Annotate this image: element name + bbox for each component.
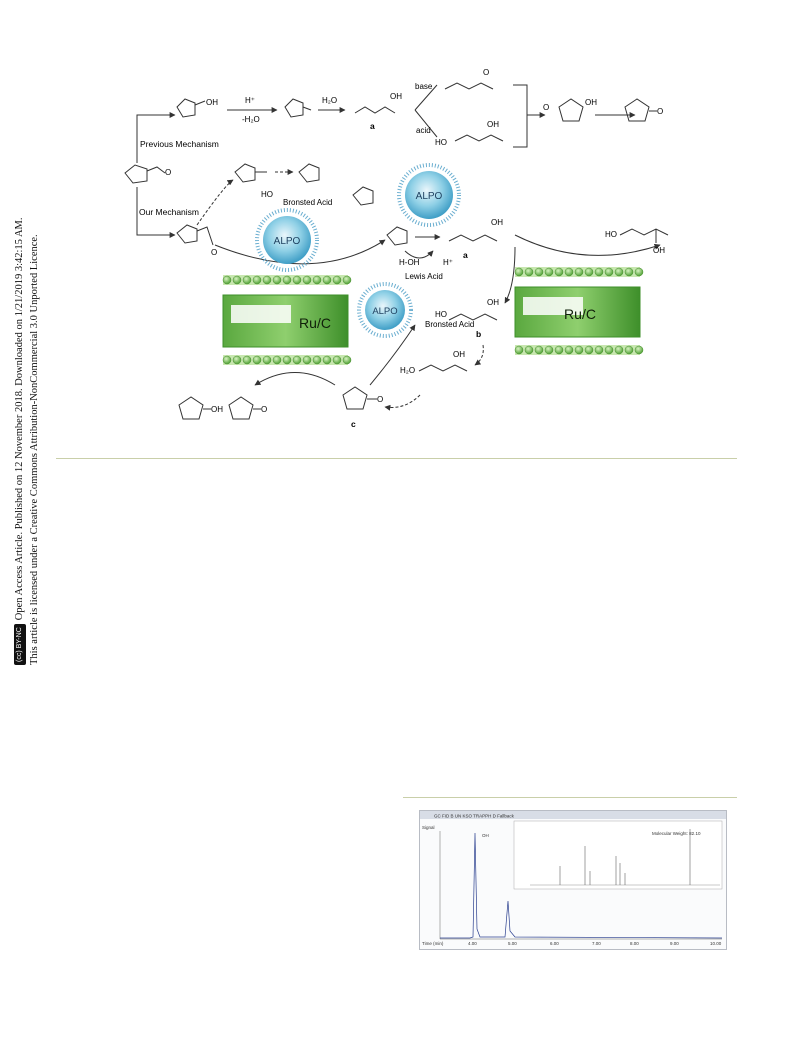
svg-text:OH: OH: [487, 120, 499, 129]
license-margin-note: (cc) BY-NCOpen Access Article. Published…: [12, 120, 46, 665]
pentanediol-molecule: HO OH: [605, 228, 669, 255]
svg-text:base: base: [415, 82, 433, 91]
svg-text:c: c: [351, 419, 356, 429]
svg-text:O: O: [543, 103, 549, 112]
alpo-sphere-3: ALPO: [357, 282, 413, 338]
svg-text:Ru/C: Ru/C: [299, 315, 331, 331]
figure-separator-gc: [403, 797, 737, 798]
svg-text:OH: OH: [487, 298, 499, 307]
ruc-catalyst-left: Ru/C: [222, 275, 352, 365]
svg-text:b: b: [476, 329, 481, 339]
svg-text:OH: OH: [211, 405, 223, 414]
svg-text:Lewis Acid: Lewis Acid: [405, 272, 443, 281]
svg-text:Ru/C: Ru/C: [564, 306, 596, 322]
svg-text:HO: HO: [435, 310, 447, 319]
license-line-1: (cc) BY-NCOpen Access Article. Published…: [12, 120, 27, 665]
cyclopentenone-molecule: O c: [342, 386, 383, 429]
svg-text:a: a: [463, 250, 468, 260]
figure-separator-top: [56, 458, 737, 459]
intermediate-b: Bronsted Acid HO OH b: [425, 298, 499, 339]
svg-text:OH: OH: [390, 92, 402, 101]
svg-text:7.00: 7.00: [592, 941, 601, 946]
cyclopentanone-top: O: [624, 98, 663, 122]
svg-text:H₂O: H₂O: [322, 96, 337, 105]
svg-text:a: a: [370, 121, 375, 131]
hydroxycyclopentenone-molecule: O OH: [543, 98, 597, 122]
svg-text:HO: HO: [435, 138, 447, 147]
svg-text:H⁺: H⁺: [245, 96, 255, 105]
svg-text:10.00: 10.00: [710, 941, 722, 946]
svg-text:O: O: [165, 168, 171, 177]
svg-text:9.00: 9.00: [670, 941, 679, 946]
reaction-scheme-figure: Previous Mechanism OH H⁺ -H₂O H₂O OH a b…: [124, 68, 669, 429]
svg-text:OH: OH: [482, 833, 489, 838]
svg-text:ALPO: ALPO: [372, 306, 397, 317]
svg-text:H⁺: H⁺: [443, 258, 453, 267]
svg-text:H-OH: H-OH: [399, 258, 420, 267]
svg-text:Bronsted Acid: Bronsted Acid: [283, 198, 332, 207]
svg-text:OH: OH: [453, 350, 465, 359]
svg-text:O: O: [657, 107, 663, 116]
our-mechanism: O HO Bronsted Acid H-OH H⁺ Lewis Acid OH…: [176, 163, 669, 429]
protonated-intermediate: H₂O OH: [400, 350, 468, 375]
intermediate-a-top: OH a: [354, 92, 402, 131]
gc-chromatogram-figure: GC FID B UN KSO TRAPPH D Fallback Signal…: [419, 810, 727, 950]
svg-text:5.00: 5.00: [508, 941, 517, 946]
svg-text:ALPO: ALPO: [416, 191, 443, 202]
cc-license-icon[interactable]: (cc) BY-NC: [13, 624, 26, 665]
svg-text:4.00: 4.00: [468, 941, 477, 946]
svg-text:O: O: [377, 395, 383, 404]
svg-text:6.00: 6.00: [550, 941, 559, 946]
furfuryl-alcohol-molecule: OH: [176, 98, 218, 118]
svg-text:OH: OH: [206, 98, 218, 107]
svg-text:Bronsted Acid: Bronsted Acid: [425, 320, 474, 329]
svg-text:ALPO: ALPO: [274, 236, 301, 247]
intermediate-a-middle: OH a: [448, 218, 503, 260]
furfural-molecule: O: [124, 164, 171, 184]
svg-text:8.00: 8.00: [630, 941, 639, 946]
svg-text:HO: HO: [261, 190, 273, 199]
cyclopentanone-bottom: O: [228, 396, 267, 420]
previous-mechanism: Previous Mechanism OH H⁺ -H₂O H₂O OH a b…: [136, 68, 663, 163]
previous-mechanism-label: Previous Mechanism: [140, 139, 219, 149]
svg-text:OH: OH: [491, 218, 503, 227]
svg-text:OH: OH: [585, 98, 597, 107]
alpo-sphere-1: ALPO: [255, 208, 319, 272]
svg-text:Molecular Weight: 82.10: Molecular Weight: 82.10: [652, 831, 701, 836]
svg-text:O: O: [261, 405, 267, 414]
ruc-catalyst-right: Ru/C: [514, 267, 644, 355]
carbocation-molecule: [284, 98, 312, 118]
svg-text:O: O: [211, 248, 217, 257]
alpo-sphere-2: ALPO: [397, 163, 461, 227]
cyclopentanol-molecule: OH: [178, 396, 223, 420]
license-line-2[interactable]: This article is licensed under a Creativ…: [29, 234, 40, 665]
svg-text:O: O: [483, 68, 489, 77]
svg-text:Signal: Signal: [422, 825, 435, 830]
svg-text:-H₂O: -H₂O: [242, 115, 260, 124]
our-mechanism-label: Our Mechanism: [139, 207, 199, 217]
svg-text:HO: HO: [605, 230, 617, 239]
svg-text:Time (min): Time (min): [422, 941, 444, 946]
svg-text:acid: acid: [416, 126, 431, 135]
svg-text:H₂O: H₂O: [400, 366, 415, 375]
svg-text:OH: OH: [653, 246, 665, 255]
svg-text:GC FID B UN KSO TRAPPH D: GC FID B UN KSO TRAPPH D Fallback: [434, 814, 515, 819]
